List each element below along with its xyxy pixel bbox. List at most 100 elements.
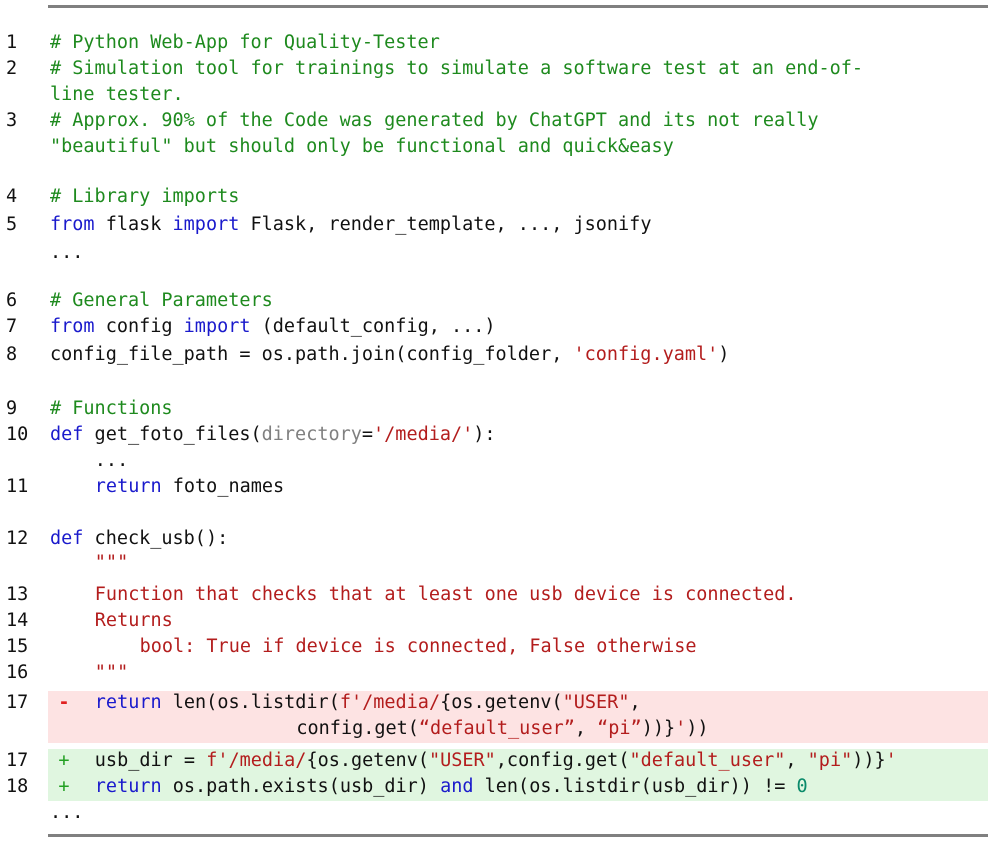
code-token-keyword: return xyxy=(94,692,162,713)
code-token: {os.getenv( xyxy=(306,750,429,771)
code-token-string: 'config.yaml' xyxy=(573,344,719,365)
code-line: return os.path.exists(usb_dir) and len(o… xyxy=(95,776,808,797)
code-token: ))} xyxy=(852,750,886,771)
code-token: config.get( xyxy=(296,718,419,739)
code-line: Function that checks that at least one u… xyxy=(95,584,797,605)
code-line: config_file_path = os.path.join(config_f… xyxy=(50,344,729,365)
code-line: line tester. xyxy=(50,84,184,105)
code-token-comment: line tester. xyxy=(50,84,184,105)
code-token: {os.getenv( xyxy=(440,692,563,713)
diff-removed-marker: - xyxy=(58,692,70,713)
code-token: get_foto_files( xyxy=(83,424,262,445)
line-number: 16 xyxy=(6,662,29,683)
code-line: Returns xyxy=(95,610,173,631)
line-number: 13 xyxy=(6,584,29,605)
line-number: 10 xyxy=(6,424,29,445)
code-token: usb_dir = xyxy=(94,750,207,771)
diff-removed-highlight xyxy=(48,691,988,717)
code-token-keyword: def xyxy=(50,528,84,549)
line-number: 6 xyxy=(6,290,18,311)
diff-removed-highlight xyxy=(48,717,988,743)
line-number: 5 xyxy=(6,214,18,235)
code-token-docstring: Returns xyxy=(94,610,173,631)
code-token-comment: # Python Web-App for Quality-Tester xyxy=(50,32,440,53)
code-token: ... xyxy=(50,802,84,823)
diff-added-marker: + xyxy=(58,776,70,797)
line-number: 2 xyxy=(6,58,18,79)
code-token-keyword: return xyxy=(94,476,162,497)
code-token-string: "pi" xyxy=(807,750,853,771)
code-line: ... xyxy=(95,450,128,471)
code-line: from flask import Flask, render_template… xyxy=(50,214,651,235)
code-token-keyword: from xyxy=(50,214,95,235)
code-token: )) xyxy=(686,718,709,739)
code-line: # Functions xyxy=(50,398,173,419)
line-number: 18 xyxy=(6,776,29,797)
code-token-comment: # General Parameters xyxy=(50,290,273,311)
code-line: def get_foto_files(directory='/media/'): xyxy=(50,424,496,445)
code-token: , xyxy=(574,718,598,739)
code-token-comment: # Library imports xyxy=(50,186,240,207)
line-number: 8 xyxy=(6,344,18,365)
code-token: ... xyxy=(94,450,129,471)
code-line: ... xyxy=(50,242,83,263)
code-token: ) xyxy=(718,344,730,365)
line-number: 7 xyxy=(6,316,18,337)
code-token-string: f'/media/ xyxy=(339,692,441,713)
code-token: ... xyxy=(50,242,84,263)
code-token-docstring: """ xyxy=(94,662,129,683)
code-token-keyword: import xyxy=(172,214,240,235)
line-number: 15 xyxy=(6,636,29,657)
code-token-comment: # Simulation tool for trainings to simul… xyxy=(50,58,864,79)
line-number: 17 xyxy=(6,750,29,771)
code-line: config.get(“default_user”, “pi”))}')) xyxy=(296,718,708,739)
code-token-comment: # Functions xyxy=(50,398,173,419)
code-token: len(os.listdir(usb_dir)) != xyxy=(473,776,797,797)
code-token: = xyxy=(361,424,374,445)
code-token: , xyxy=(785,750,808,771)
code-token-string: ' xyxy=(675,718,687,739)
code-line: # Simulation tool for trainings to simul… xyxy=(50,58,863,79)
top-rule xyxy=(48,5,988,8)
code-line: def check_usb(): xyxy=(50,528,228,549)
code-line: """ xyxy=(95,552,128,573)
code-line: # General Parameters xyxy=(50,290,273,311)
code-token: flask xyxy=(94,214,173,235)
code-token: check_usb(): xyxy=(83,528,229,549)
code-token-comment: # Approx. 90% of the Code was generated … xyxy=(50,110,819,131)
code-token-keyword: import xyxy=(183,316,251,337)
code-token-param: directory xyxy=(261,424,362,445)
code-line: # Approx. 90% of the Code was generated … xyxy=(50,110,819,131)
code-token: os.path.exists(usb_dir) xyxy=(161,776,441,797)
code-line: """ xyxy=(95,662,128,683)
code-token-keyword: from xyxy=(50,316,95,337)
code-token-string: '/media/' xyxy=(373,424,474,445)
code-token: config_file_path = os.path.join(config_f… xyxy=(50,344,574,365)
code-line: return len(os.listdir(f'/media/{os.geten… xyxy=(95,692,641,713)
code-line: usb_dir = f'/media/{os.getenv("USER",con… xyxy=(95,750,897,771)
code-token-string: ' xyxy=(885,750,897,771)
code-token-string: “default_user” xyxy=(418,718,575,739)
code-line: from config import (default_config, ...) xyxy=(50,316,496,337)
code-token: Flask, render_template, ..., jsonify xyxy=(239,214,652,235)
code-line: ... xyxy=(50,802,83,823)
line-number: 14 xyxy=(6,610,29,631)
code-line: bool: True if device is connected, False… xyxy=(140,636,697,657)
code-token-number: 0 xyxy=(796,776,808,797)
code-token: ): xyxy=(473,424,496,445)
line-number: 11 xyxy=(6,476,29,497)
code-token-string: f'/media/ xyxy=(206,750,307,771)
code-token-docstring: Function that checks that at least one u… xyxy=(94,584,797,605)
code-token-string: “pi” xyxy=(597,718,642,739)
code-line: return foto_names xyxy=(95,476,284,497)
line-number: 12 xyxy=(6,528,29,549)
code-token: ,config.get( xyxy=(495,750,630,771)
code-token-docstring: bool: True if device is connected, False… xyxy=(139,636,697,657)
line-number: 1 xyxy=(6,32,18,53)
code-line: # Python Web-App for Quality-Tester xyxy=(50,32,440,53)
line-number: 9 xyxy=(6,398,18,419)
diff-added-highlight xyxy=(48,775,988,801)
code-token-string: "USER" xyxy=(562,692,630,713)
line-number: 17 xyxy=(6,692,29,713)
